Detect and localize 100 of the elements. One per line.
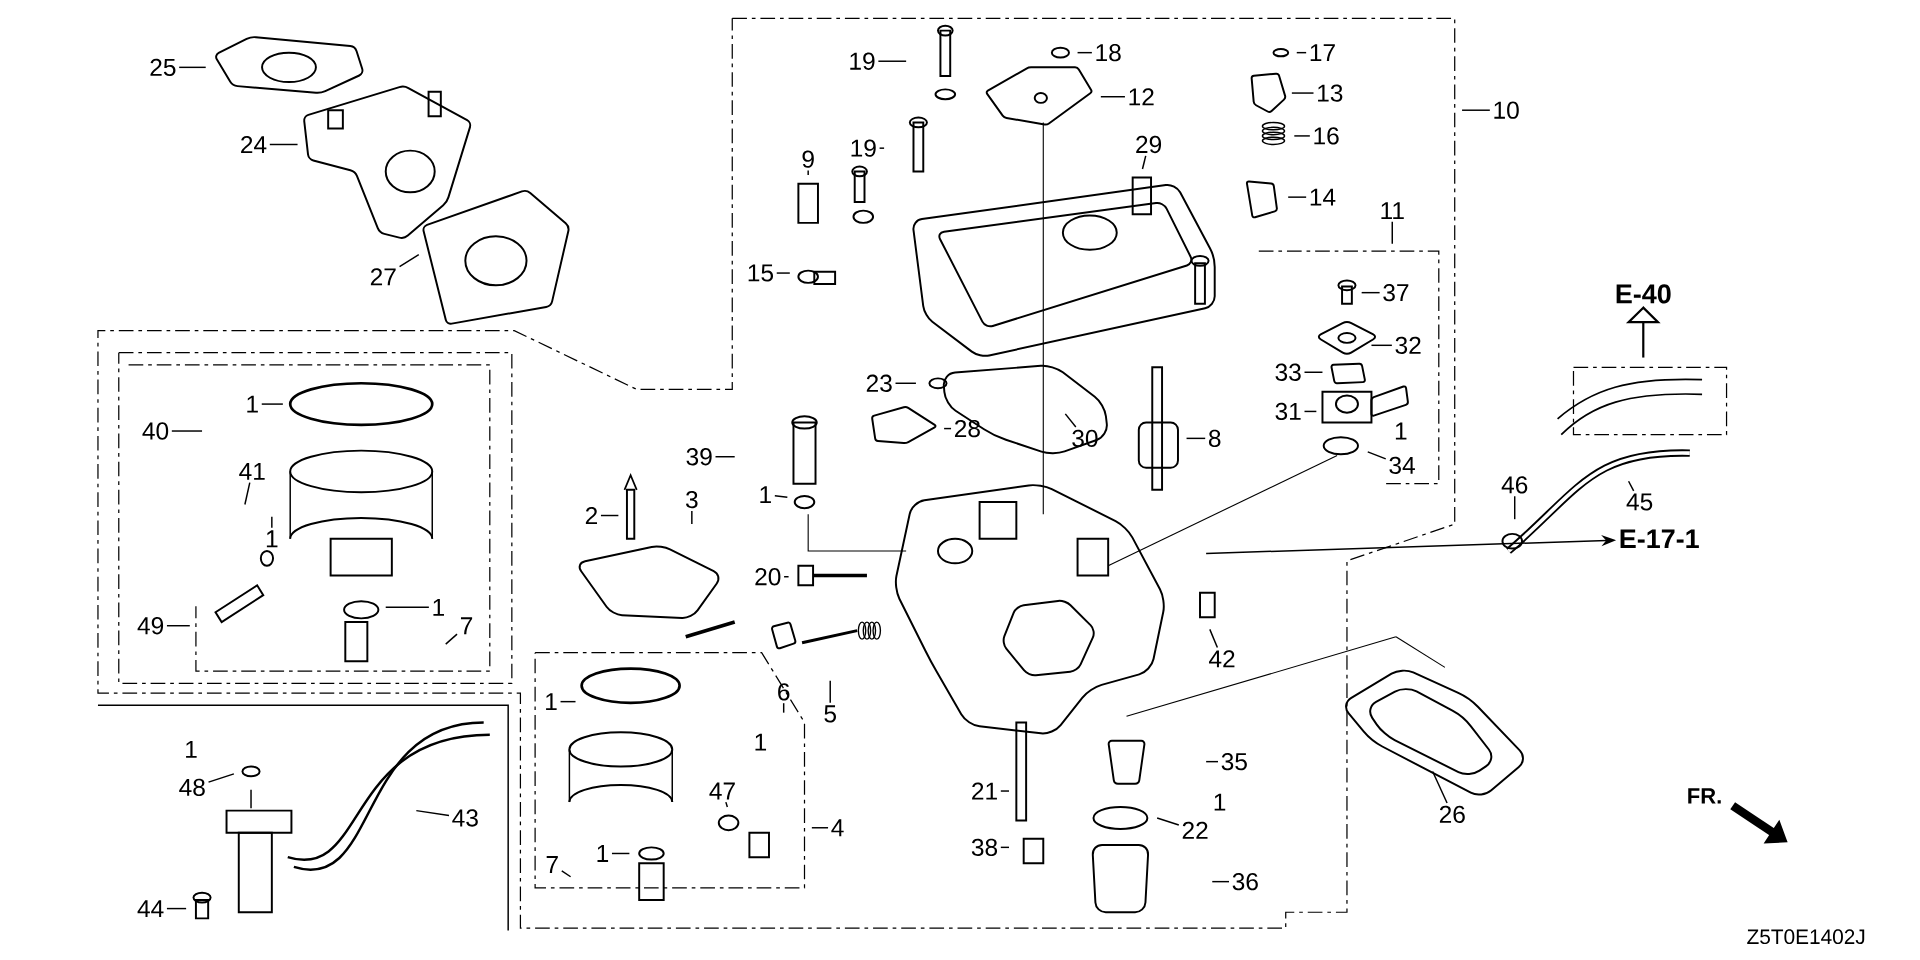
- callout-number: 16: [1314, 127, 1339, 145]
- leader-line: [725, 801, 729, 808]
- leader-line: [1205, 760, 1219, 763]
- leader-line: [269, 143, 299, 146]
- leader-line: [877, 60, 907, 62]
- callout-number: 1: [266, 530, 278, 548]
- reference-label: E-17-1: [1620, 529, 1699, 549]
- callout-number: 32: [1395, 336, 1421, 354]
- callout-number: 1: [1395, 422, 1407, 440]
- leader-line: [811, 827, 829, 829]
- leader-line: [559, 700, 577, 703]
- leader-line: [611, 852, 631, 855]
- leader-line: [1627, 480, 1635, 492]
- leader-line: [1514, 495, 1516, 520]
- leader-line: [776, 272, 791, 274]
- callout-number: 1: [755, 733, 767, 751]
- callout-number: 21: [972, 782, 997, 800]
- callout-number: 33: [1275, 363, 1301, 381]
- callout-number: 39: [686, 448, 712, 466]
- callout-number: 35: [1221, 753, 1247, 771]
- leader-line: [561, 870, 572, 878]
- callout-number: 8: [1208, 429, 1221, 448]
- drawing-number: Z5T0E1402J: [1747, 929, 1865, 945]
- callout-number: 40: [142, 422, 169, 440]
- leader-line: [1209, 628, 1219, 649]
- callout-number: 22: [1182, 821, 1208, 839]
- leader-line: [1211, 880, 1230, 883]
- callout-number: 1: [433, 598, 444, 616]
- leader-line: [1461, 109, 1491, 111]
- callout-number: 1: [597, 845, 609, 862]
- callout-number: 23: [866, 374, 892, 392]
- leader-line: [894, 382, 917, 384]
- callout-number: 13: [1318, 84, 1343, 102]
- leader-line: [166, 625, 191, 627]
- callout-number: 18: [1096, 44, 1121, 62]
- callout-number: 19: [851, 139, 876, 157]
- callout-number: 29: [1136, 135, 1162, 154]
- leader-line: [1000, 846, 1010, 849]
- leader-line: [783, 576, 790, 578]
- leader-line: [415, 809, 450, 817]
- callout-number: 37: [1383, 284, 1409, 302]
- callout-number: 38: [971, 838, 998, 856]
- leader-line: [261, 403, 284, 405]
- callout-number: 24: [241, 135, 267, 154]
- callout-number: 44: [137, 900, 164, 917]
- leader-line: [385, 606, 430, 609]
- callout-number: 11: [1381, 202, 1404, 220]
- callout-number: 43: [452, 809, 478, 827]
- callout-number: 34: [1389, 456, 1415, 474]
- callout-number: 36: [1232, 873, 1258, 891]
- leader-line: [691, 510, 693, 525]
- leader-line: [1303, 371, 1324, 373]
- callout-number: 27: [370, 268, 396, 286]
- direction-label: FR.: [1688, 788, 1721, 804]
- callout-number: 17: [1310, 44, 1335, 62]
- leader-line: [782, 702, 785, 714]
- leader-line: [714, 456, 736, 458]
- leader-line: [1185, 437, 1206, 440]
- callout-number: 12: [1129, 88, 1154, 106]
- leader-line: [1156, 817, 1180, 826]
- callout-number: 3: [686, 490, 698, 509]
- callout-number: 4: [831, 819, 844, 837]
- leader-line: [1391, 221, 1393, 245]
- leader-line: [774, 495, 789, 498]
- leader-line: [1296, 51, 1307, 54]
- leader-line: [1141, 155, 1147, 170]
- leader-line: [1291, 92, 1315, 94]
- callout-number: 1: [1214, 793, 1226, 811]
- leader-line: [600, 514, 620, 517]
- callout-number: 25: [150, 58, 176, 76]
- leader-line: [171, 430, 203, 432]
- leader-line: [878, 147, 885, 149]
- callout-number: 14: [1310, 188, 1336, 206]
- leader-line: [207, 773, 235, 783]
- callout-number: 6: [778, 683, 790, 701]
- leader-line: [1370, 344, 1393, 347]
- callout-number: 7: [461, 617, 473, 635]
- callout-number: 9: [802, 150, 814, 168]
- leader-line: [1076, 51, 1093, 54]
- leader-line: [1064, 413, 1077, 428]
- leader-line: [445, 633, 458, 645]
- leader-line: [166, 907, 187, 910]
- callout-number: 31: [1275, 402, 1301, 421]
- callout-number: 26: [1439, 805, 1465, 823]
- callout-number: 1: [546, 693, 557, 711]
- callout-number: 48: [179, 778, 205, 796]
- leader-line: [398, 253, 420, 268]
- leader-line: [1293, 135, 1311, 137]
- callout-number: 10: [1494, 101, 1519, 119]
- leader-line: [1303, 410, 1318, 413]
- callout-number: 5: [824, 705, 836, 723]
- callout-number: 45: [1626, 493, 1653, 511]
- leader-line: [1431, 770, 1448, 804]
- callout-number: 49: [137, 617, 164, 635]
- leader-line: [1100, 96, 1126, 98]
- callout-number: 41: [239, 463, 265, 480]
- callout-number: 1: [760, 486, 771, 504]
- callout-number: 1: [186, 741, 197, 758]
- callout-number: 2: [585, 506, 597, 525]
- leader-line: [943, 427, 952, 430]
